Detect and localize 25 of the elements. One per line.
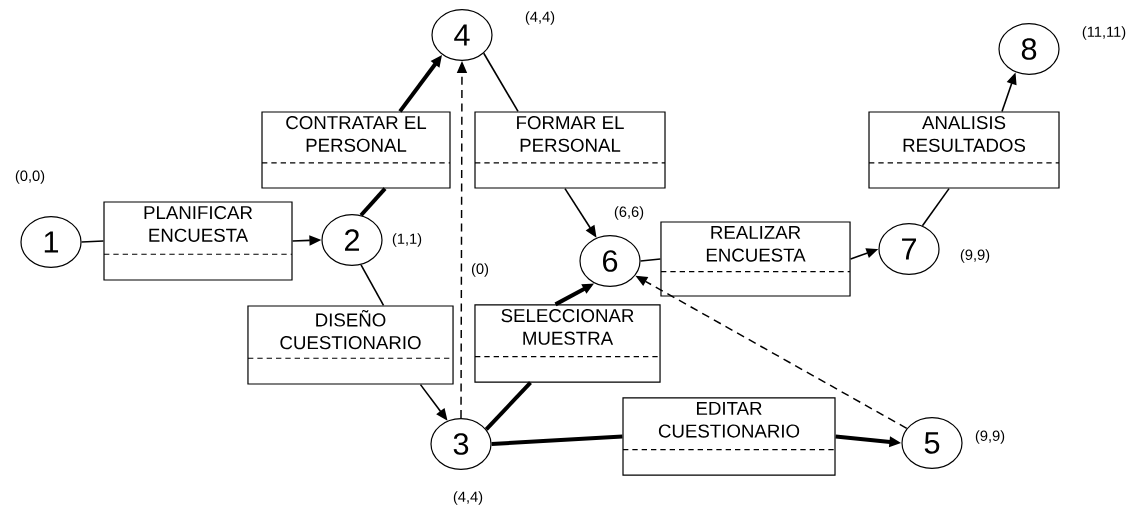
connector-line [921,187,950,227]
connector-line [484,381,532,431]
node-value: (4,4) [525,11,555,25]
activity-box: EDITAR CUESTIONARIO [622,397,836,476]
connector-line [491,434,623,446]
activity-box: REALIZAR ENCUESTA [660,221,851,297]
activity-box: DISEÑO CUESTIONARIO [247,305,454,385]
activity-box: ANALISIS RESULTADOS [868,111,1060,189]
connector-line [639,258,662,262]
node-value: (6,6) [614,206,644,220]
activity-box: FORMAR EL PERSONAL [474,111,666,189]
node-value: (9,9) [960,249,990,263]
activity-box: SELECCIONAR MUESTRA [474,304,661,383]
node-value: (11,11) [1082,26,1126,40]
node-value: (9,9) [975,430,1005,444]
edge-label: (0) [469,261,491,279]
connector-line [80,240,105,243]
connector-line [359,187,387,217]
node-value: (0,0) [15,170,45,184]
connector-line [482,52,519,113]
node-value: (4,4) [453,491,483,505]
activity-box: CONTRATAR EL PERSONAL [261,111,451,189]
activity-box: PLANIFICAR ENCUESTA [103,201,293,281]
node-value: (1,1) [392,233,422,247]
connector-line [360,263,385,307]
